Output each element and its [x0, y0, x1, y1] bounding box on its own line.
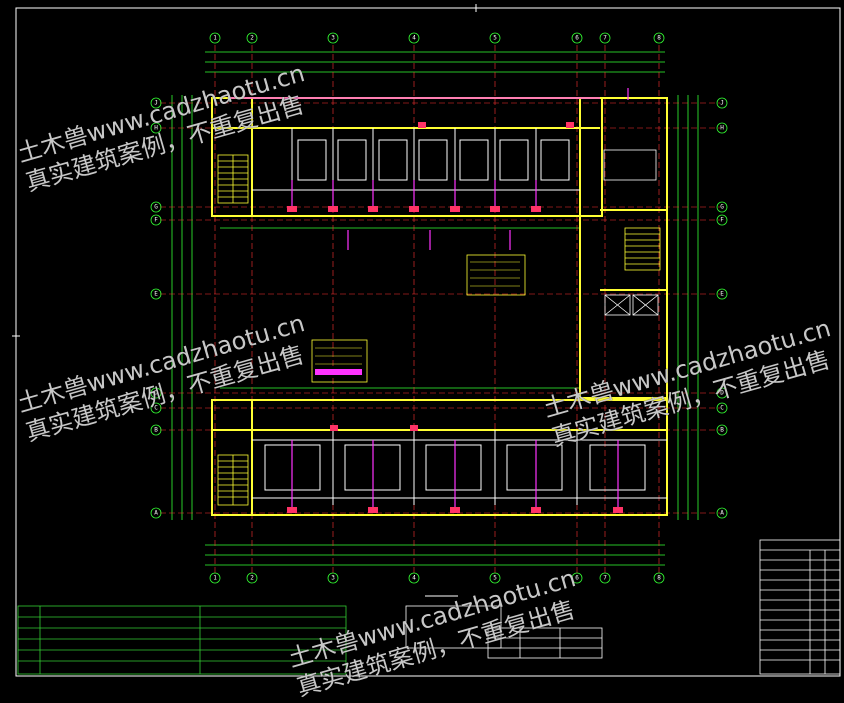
- axis-6-top-label: 6: [575, 35, 579, 42]
- axis-G-right-bubble: [716, 201, 728, 213]
- axis-3-bottom-bubble: [327, 572, 339, 584]
- drawing-frame: [12, 4, 841, 677]
- axis-1-bottom-label: 1: [213, 575, 217, 582]
- legend-box-2: [311, 339, 368, 383]
- axis-7-bottom-label: 7: [603, 575, 607, 582]
- axis-5-bottom-label: 5: [493, 575, 497, 582]
- axis-5-top-label: 5: [493, 35, 497, 42]
- axis-8-top-label: 8: [657, 35, 661, 42]
- axis-2-bottom-bubble: [246, 572, 258, 584]
- axis-2-top-bubble: [246, 32, 258, 44]
- axis-8-bottom-bubble: [653, 572, 665, 584]
- axis-4-bottom-label: 4: [412, 575, 416, 582]
- axis-3-top-label: 3: [331, 35, 335, 42]
- equipment-room: [603, 149, 659, 316]
- axis-2-bottom-label: 2: [250, 575, 254, 582]
- axis-H-right-bubble: [716, 122, 728, 134]
- axis-A-right-label: A: [720, 510, 724, 517]
- axis-C-left-label: C: [154, 405, 158, 412]
- axis-B-left-label: B: [154, 427, 158, 434]
- axis-1-top-label: 1: [213, 35, 217, 42]
- axis-E-right-bubble: [716, 288, 728, 300]
- axis-E-right-label: E: [720, 291, 724, 298]
- axis-B-right-label: B: [720, 427, 724, 434]
- axis-8-bottom-label: 8: [657, 575, 661, 582]
- axis-C-left-bubble: [150, 402, 162, 414]
- axis-C-right-label: C: [720, 405, 724, 412]
- pipe-risers: [230, 88, 629, 512]
- axis-5-top-bubble: [489, 32, 501, 44]
- axis-A-left-label: A: [154, 510, 158, 517]
- axis-H-left-bubble: [150, 122, 162, 134]
- dimension-lines: [171, 51, 699, 566]
- axis-B-right-bubble: [716, 424, 728, 436]
- fixture-markers: [287, 122, 623, 513]
- axis-1-top-bubble: [209, 32, 221, 44]
- axis-G-left-bubble: [150, 201, 162, 213]
- axis-H-left-label: H: [154, 125, 158, 132]
- axis-D-left-label: D: [154, 390, 158, 397]
- axis-E-left-label: E: [154, 291, 158, 298]
- axis-3-bottom-label: 3: [331, 575, 335, 582]
- axis-G-right-label: G: [720, 204, 724, 211]
- axis-J-right-label: J: [720, 100, 724, 107]
- axis-F-left-bubble: [150, 214, 162, 226]
- axis-5-bottom-bubble: [489, 572, 501, 584]
- axis-4-top-label: 4: [412, 35, 416, 42]
- staircase-south: [217, 454, 249, 506]
- axis-7-top-bubble: [599, 32, 611, 44]
- axis-E-left-bubble: [150, 288, 162, 300]
- axis-H-right-label: H: [720, 125, 724, 132]
- axis-F-right-label: F: [720, 217, 724, 224]
- axis-D-right-label: D: [720, 390, 724, 397]
- axis-F-left-label: F: [154, 217, 158, 224]
- axis-D-right-bubble: [716, 387, 728, 399]
- axis-1-bottom-bubble: [209, 572, 221, 584]
- building-walls: [211, 97, 668, 516]
- axis-D-left-bubble: [150, 387, 162, 399]
- staircase-north: [217, 154, 249, 204]
- axis-B-left-bubble: [150, 424, 162, 436]
- axis-7-top-label: 7: [603, 35, 607, 42]
- axis-6-top-bubble: [571, 32, 583, 44]
- axis-7-bottom-bubble: [599, 572, 611, 584]
- axis-A-left-bubble: [150, 507, 162, 519]
- axis-J-left-bubble: [150, 97, 162, 109]
- axis-6-bottom-label: 6: [575, 575, 579, 582]
- title-block: [405, 605, 603, 659]
- axis-C-right-bubble: [716, 402, 728, 414]
- axis-6-bottom-bubble: [571, 572, 583, 584]
- axis-8-top-bubble: [653, 32, 665, 44]
- axis-G-left-label: G: [154, 204, 158, 211]
- legend-box-1: [466, 254, 526, 296]
- axis-J-right-bubble: [716, 97, 728, 109]
- axis-F-right-bubble: [716, 214, 728, 226]
- axis-J-left-label: J: [154, 100, 158, 107]
- notes-table: [17, 605, 347, 675]
- axis-3-top-bubble: [327, 32, 339, 44]
- axis-4-bottom-bubble: [408, 572, 420, 584]
- axis-2-top-label: 2: [250, 35, 254, 42]
- material-table: [759, 539, 841, 675]
- axis-4-top-bubble: [408, 32, 420, 44]
- staircase-east: [624, 227, 661, 271]
- axis-A-right-bubble: [716, 507, 728, 519]
